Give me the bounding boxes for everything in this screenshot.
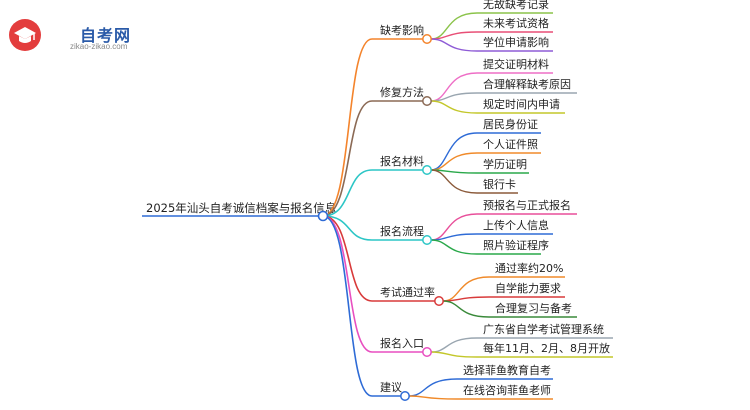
branch-node[interactable] — [422, 165, 432, 175]
leaf-connector — [430, 38, 478, 52]
leaf-label: 通过率约20% — [495, 261, 563, 275]
leaf-connector — [430, 239, 478, 255]
branch-connector — [322, 215, 373, 302]
leaf-label: 在线咨询菲鱼老师 — [463, 383, 551, 397]
branch-connector — [322, 215, 373, 241]
leaf-connector — [430, 169, 478, 194]
leaf-label: 选择菲鱼教育自考 — [463, 363, 551, 377]
branch-label: 建议 — [380, 380, 402, 394]
root-node-label: 2025年汕头自考诚信档案与报名信息 — [146, 201, 336, 215]
leaf-connector — [430, 72, 478, 102]
leaf-label: 上传个人信息 — [483, 218, 549, 232]
site-logo[interactable]: 自考网 zikao-zikao.com — [6, 16, 146, 60]
branch-node[interactable] — [422, 235, 432, 245]
branch-node[interactable] — [400, 391, 410, 401]
leaf-label: 居民身份证 — [483, 117, 538, 131]
branch-connector — [322, 215, 373, 353]
leaf-label: 合理复习与备考 — [495, 301, 572, 315]
leaf-label: 个人证件照 — [483, 138, 538, 151]
branch-node[interactable] — [422, 96, 432, 106]
leaf-connector — [430, 233, 478, 241]
leaf-connector — [408, 378, 458, 397]
leaf-connector — [442, 300, 490, 318]
leaf-label: 广东省自学考试管理系统 — [483, 322, 604, 336]
root-node[interactable] — [317, 210, 329, 222]
leaf-connector — [430, 12, 478, 40]
leaf-label: 未来考试资格 — [483, 16, 549, 30]
leaf-label: 提交证明材料 — [483, 57, 549, 71]
branch-label: 修复方法 — [380, 85, 424, 99]
leaf-label: 合理解释缺考原因 — [483, 77, 571, 91]
branch-node[interactable] — [422, 347, 432, 357]
branch-node[interactable] — [422, 34, 432, 44]
branch-connector — [322, 100, 373, 217]
leaf-label: 照片验证程序 — [483, 238, 549, 252]
leaf-label: 银行卡 — [483, 177, 516, 191]
branch-label: 报名入口 — [380, 336, 424, 350]
leaf-connector — [430, 351, 478, 358]
logo-title: 自考网 — [80, 26, 132, 45]
leaf-connector — [430, 100, 478, 114]
graduation-cap-icon — [9, 19, 41, 51]
branch-connector — [322, 169, 373, 217]
leaf-connector — [430, 92, 478, 102]
leaf-connector — [408, 395, 458, 400]
leaf-label: 每年11月、2月、8月开放 — [483, 341, 610, 355]
branch-label: 报名流程 — [380, 224, 424, 238]
leaf-connector — [430, 31, 478, 40]
logo-subtitle: zikao-zikao.com — [70, 42, 128, 51]
leaf-connector — [430, 337, 478, 353]
leaf-label: 学历证明 — [483, 157, 527, 171]
leaf-connector — [430, 132, 478, 171]
leaf-label: 规定时间内申请 — [483, 97, 560, 111]
branch-connector — [322, 38, 373, 217]
leaf-label: 自学能力要求 — [495, 281, 561, 295]
leaf-label: 预报名与正式报名 — [483, 198, 571, 212]
leaf-label: 学位申请影响 — [483, 35, 549, 49]
branch-label: 缺考影响 — [380, 23, 424, 37]
branch-connector — [322, 215, 373, 397]
branch-label: 考试通过率 — [380, 285, 435, 299]
branch-label: 报名材料 — [380, 154, 424, 168]
leaf-label: 无故缺考记录 — [483, 0, 549, 11]
branch-node[interactable] — [434, 296, 444, 306]
